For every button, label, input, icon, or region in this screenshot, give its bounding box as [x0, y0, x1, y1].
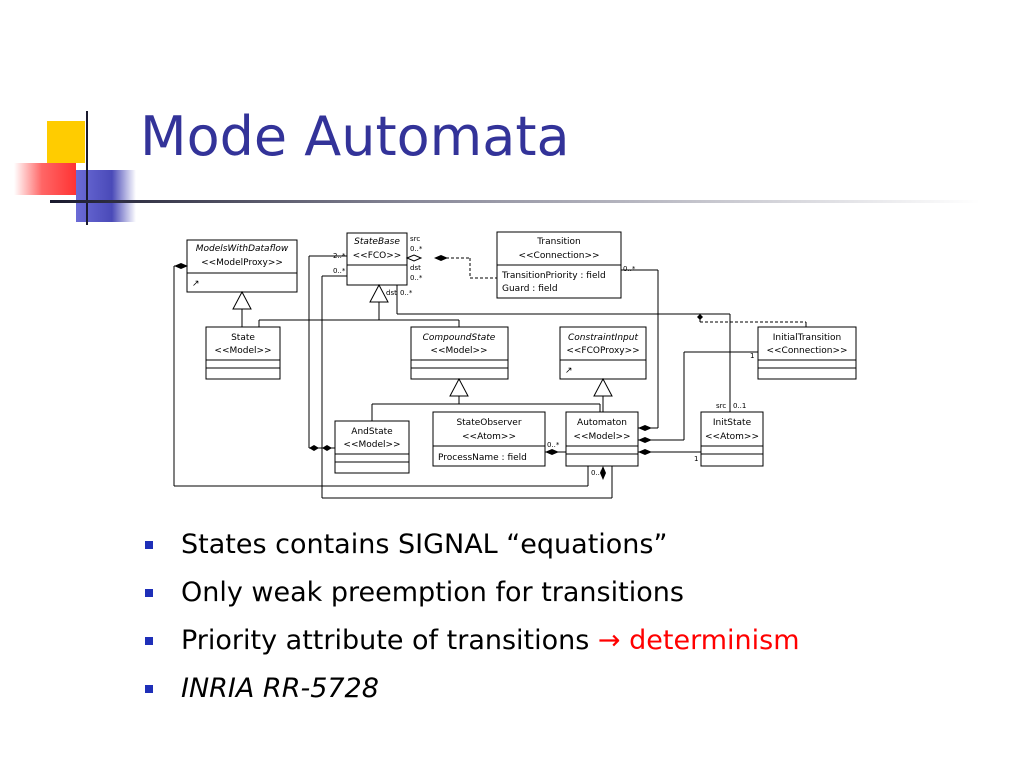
class-stereotype: <<Connection>>	[518, 251, 599, 261]
class-stereotype: <<Model>>	[573, 432, 630, 442]
class-stereotype: <<ModelProxy>>	[201, 258, 283, 268]
arrow-right-icon: →	[597, 624, 621, 656]
class-stereotype: <<Connection>>	[766, 346, 847, 356]
multiplicity-label: 0..*	[400, 289, 413, 297]
yellow-square	[47, 121, 85, 163]
role-label: src	[716, 402, 726, 410]
class-modelswithdataflow	[186, 239, 298, 293]
role-label: dst	[410, 264, 421, 272]
multiplicity-label: 0..1	[733, 402, 746, 410]
multiplicity-label: 0..*	[410, 274, 423, 282]
class-attribute: TransitionPriority : field	[501, 271, 606, 281]
bullet-square-icon	[145, 685, 153, 693]
bullet-list: States contains SIGNAL “equations” Only …	[145, 520, 800, 712]
multiplicity-label: 0..*	[591, 469, 604, 477]
class-constraintinput	[559, 326, 647, 380]
class-name: InitialTransition	[773, 333, 841, 343]
class-name: StateObserver	[456, 418, 521, 428]
class-stereotype: <<FCOProxy>>	[566, 346, 639, 356]
class-attribute: Guard : field	[502, 284, 558, 294]
blue-square	[76, 170, 136, 222]
multiplicity-label: 1	[694, 455, 698, 463]
class-initialtransition	[757, 326, 857, 380]
multiplicity-label: 0..*	[410, 245, 423, 253]
class-name: ModelsWithDataflow	[196, 244, 289, 254]
class-name: StateBase	[354, 237, 400, 247]
title-underline	[50, 200, 980, 203]
bullet-item: INRIA RR-5728	[145, 664, 800, 712]
uml-class-diagram: ModelsWithDataflow <<ModelProxy>> ↗ Stat…	[173, 231, 857, 499]
class-name: AndState	[351, 427, 393, 437]
multiplicity-label: 0..*	[333, 267, 346, 275]
proxy-icon: ↗	[565, 366, 573, 376]
vertical-line	[86, 111, 88, 225]
class-state	[205, 326, 281, 380]
class-name: Automaton	[577, 418, 627, 428]
class-stereotype: <<Atom>>	[462, 432, 516, 442]
bullet-text: Priority attribute of transitions → dete…	[181, 625, 800, 656]
bullet-highlight	[621, 625, 630, 656]
bullet-text: INRIA RR-5728	[181, 672, 379, 704]
bullet-square-icon	[145, 541, 153, 549]
bullet-text: Only weak preemption for transitions	[181, 576, 684, 608]
class-automaton	[565, 411, 639, 467]
multiplicity-label: 0..*	[547, 441, 560, 449]
multiplicity-label: 0..*	[623, 265, 636, 273]
multiplicity-label: 1	[750, 352, 754, 360]
proxy-icon: ↗	[192, 279, 200, 289]
title-decoration	[0, 0, 140, 230]
class-name: CompoundState	[423, 333, 496, 343]
class-name: State	[231, 333, 255, 343]
class-stateobserver	[432, 411, 546, 467]
bullet-item: States contains SIGNAL “equations”	[145, 520, 800, 568]
class-name: InitState	[713, 418, 752, 428]
class-stereotype: <<Atom>>	[705, 432, 759, 442]
bullet-highlight-text: determinism	[629, 624, 800, 656]
slide-title: Mode Automata	[140, 105, 570, 168]
class-stereotype: <<Model>>	[430, 346, 487, 356]
bullet-text-main: Priority attribute of transitions	[181, 624, 598, 656]
class-stereotype: <<Model>>	[343, 440, 400, 450]
class-name: Transition	[536, 237, 581, 247]
class-andstate	[334, 420, 410, 474]
bullet-square-icon	[145, 637, 153, 645]
bullet-item: Only weak preemption for transitions	[145, 568, 800, 616]
class-name: ConstraintInput	[568, 333, 638, 343]
role-label: dst	[386, 289, 397, 297]
bullet-square-icon	[145, 589, 153, 597]
role-label: src	[410, 235, 420, 243]
bullet-text: States contains SIGNAL “equations”	[181, 528, 668, 560]
class-stereotype: <<Model>>	[214, 346, 271, 356]
class-initstate	[700, 411, 764, 467]
class-stereotype: <<FCO>>	[353, 251, 402, 261]
class-statebase	[346, 232, 408, 286]
class-attribute: ProcessName : field	[438, 453, 527, 463]
multiplicity-label: 2..*	[333, 252, 346, 260]
red-square	[14, 163, 76, 195]
bullet-item: Priority attribute of transitions → dete…	[145, 616, 800, 664]
